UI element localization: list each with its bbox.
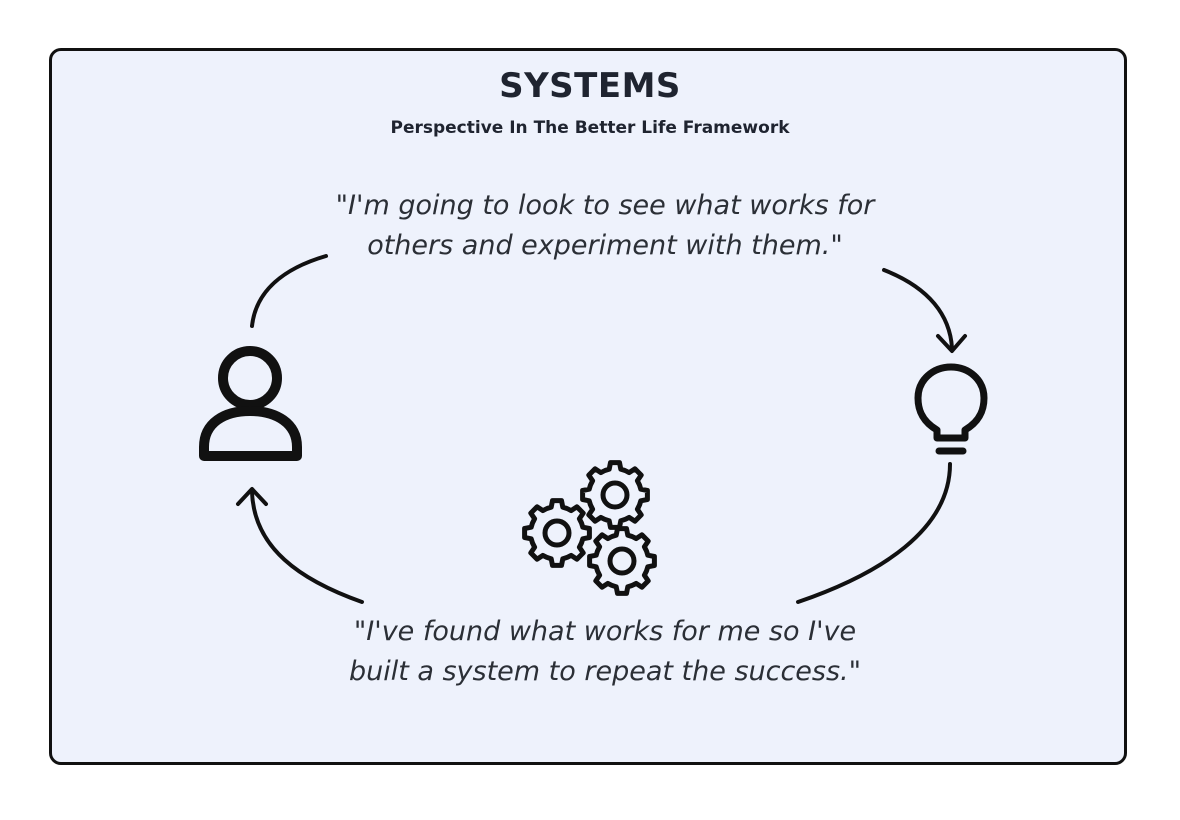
quote-top-line-2: others and experiment with them.": [367, 230, 843, 261]
page-title: SYSTEMS: [499, 66, 681, 106]
quote-bottom-line-2: built a system to repeat the success.": [348, 656, 862, 687]
quote-bottom-line-1: "I've found what works for me so I've: [353, 616, 857, 647]
quote-bottom: "I've found what works for me so I've bu…: [290, 612, 920, 692]
quote-top: "I'm going to look to see what works for…: [290, 186, 920, 266]
page-subtitle: Perspective In The Better Life Framework: [390, 118, 790, 138]
quote-top-line-1: "I'm going to look to see what works for: [335, 190, 875, 221]
